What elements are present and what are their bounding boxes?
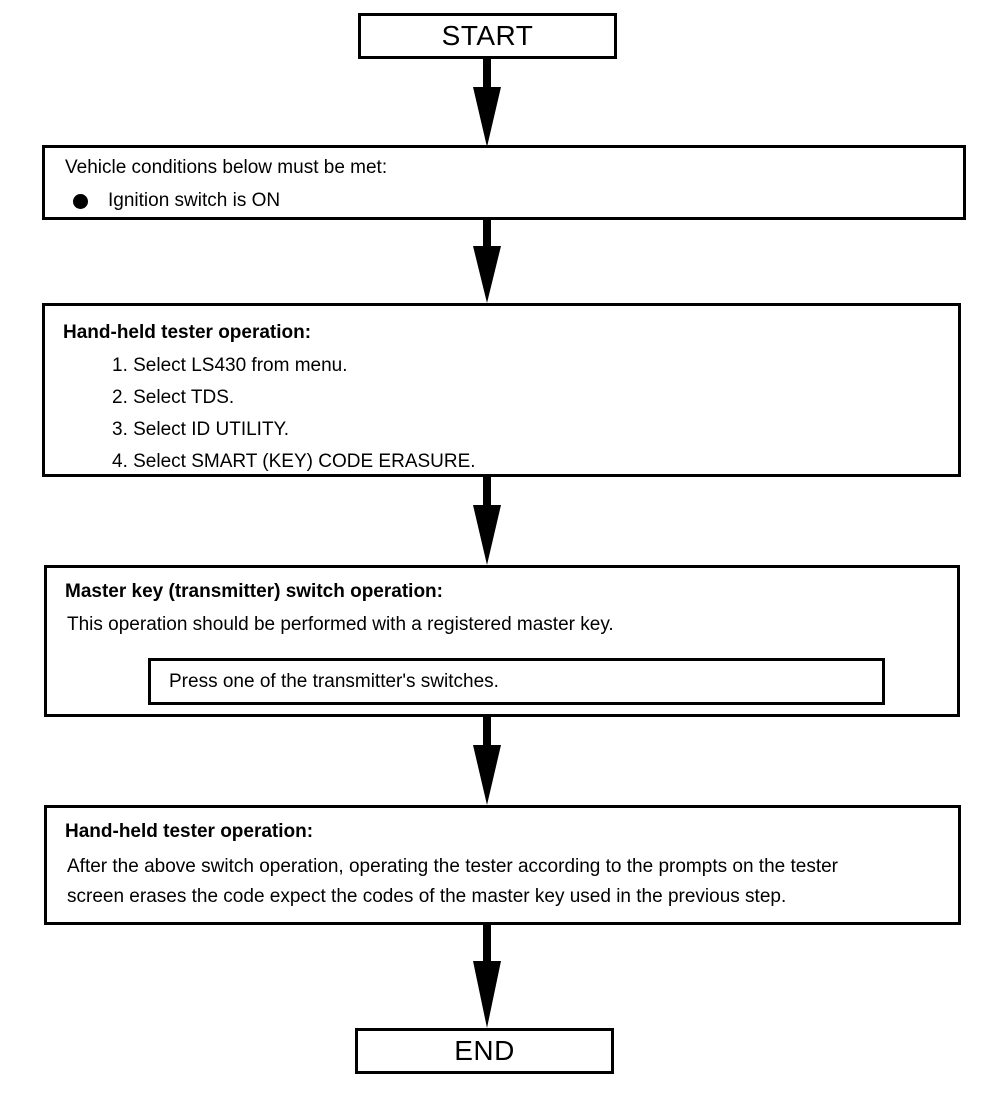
tester-result-line-1: After the above switch operation, operat… [67, 856, 839, 877]
press-transmitter-switch-label: Press one of the transmitter's switches. [169, 670, 499, 692]
node-start-label: START [441, 20, 534, 51]
vehicle-conditions-heading: Vehicle conditions below must be met: [65, 157, 388, 178]
tester-menu-step-0: 1. Select LS430 from menu. [112, 355, 348, 376]
arrow-master-key-to-tester-result [473, 717, 501, 805]
tester-menu-step-1: 2. Select TDS. [112, 387, 235, 408]
tester-menu-step-3: 4. Select SMART (KEY) CODE ERASURE. [112, 451, 476, 472]
master-key-note: This operation should be performed with … [67, 614, 614, 635]
vehicle-conditions-bullet-0: Ignition switch is ON [73, 190, 280, 212]
arrow-tester-menu-to-master-key [473, 477, 501, 565]
bullet-dot-icon [73, 193, 88, 209]
vehicle-conditions-bullet-label: Ignition switch is ON [108, 190, 281, 211]
node-master-key: Master key (transmitter) switch operatio… [44, 565, 960, 717]
tester-result-title: Hand-held tester operation: [65, 821, 314, 842]
node-tester-menu: Hand-held tester operation: 1. Select LS… [42, 303, 961, 477]
tester-menu-step-2: 3. Select ID UTILITY. [112, 419, 290, 440]
node-end-label: END [454, 1035, 515, 1066]
arrow-start-to-conditions [473, 59, 501, 147]
master-key-title: Master key (transmitter) switch operatio… [65, 581, 443, 602]
arrow-tester-result-to-end [473, 925, 501, 1028]
arrow-conditions-to-tester-menu [473, 220, 501, 303]
node-end: END [355, 1028, 614, 1074]
node-tester-result: Hand-held tester operation: After the ab… [44, 805, 961, 925]
tester-menu-title: Hand-held tester operation: [63, 322, 312, 343]
node-press-transmitter-switch: Press one of the transmitter's switches. [148, 658, 885, 705]
node-vehicle-conditions: Vehicle conditions below must be met: Ig… [42, 145, 966, 220]
node-start: START [358, 13, 617, 59]
tester-result-line-2: screen erases the code expect the codes … [67, 886, 787, 907]
